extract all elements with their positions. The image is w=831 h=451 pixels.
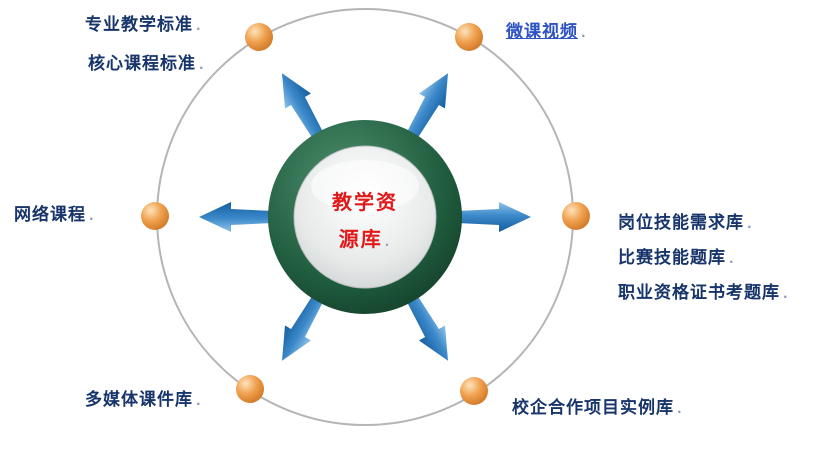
hub-title-line-2: 源库.: [338, 227, 392, 251]
label-bottom-left: 多媒体课件库.: [85, 390, 202, 410]
arrows: [199, 73, 531, 361]
label-top-left-line-1: 专业教学标准.: [85, 15, 202, 35]
paragraph-mark: .: [196, 19, 202, 33]
label-right-line-1: 岗位技能需求库.: [618, 213, 753, 233]
node-right: [562, 202, 590, 230]
label-right-line-2: 比赛技能题库.: [618, 248, 735, 268]
label-bottom-right: 校企合作项目实例库.: [512, 398, 683, 418]
node-top-right: [455, 23, 483, 51]
hub-gloss-highlight: [311, 160, 419, 212]
node-bottom-right: [460, 377, 488, 405]
arrow-left: [199, 202, 273, 232]
paragraph-mark: .: [747, 217, 753, 231]
label-right-line-3: 职业资格证书考题库.: [618, 283, 789, 303]
hub-title: 教学资 源库.: [285, 184, 445, 261]
paragraph-mark: .: [783, 287, 789, 301]
paragraph-mark: .: [196, 394, 202, 408]
node-left: [141, 202, 169, 230]
paragraph-mark: .: [199, 58, 205, 72]
paragraph-mark: .: [384, 235, 392, 249]
arrow-up-right: [405, 73, 448, 141]
node-top-left: [245, 23, 273, 51]
label-top-left-line-2: 核心课程标准.: [88, 54, 205, 74]
arrow-down-right: [405, 293, 448, 361]
label-left: 网络课程.: [14, 205, 95, 225]
label-top-right-link[interactable]: 微课视频.: [506, 22, 587, 42]
arrow-down-left: [282, 293, 325, 361]
hub-title-line-1: 教学资: [332, 190, 398, 214]
paragraph-mark: .: [729, 252, 735, 266]
node-bottom-left: [236, 375, 264, 403]
arrow-up-left: [282, 73, 325, 141]
paragraph-mark: .: [89, 209, 95, 223]
arrow-right: [457, 202, 531, 232]
paragraph-mark: .: [581, 26, 587, 40]
paragraph-mark: .: [677, 402, 683, 416]
